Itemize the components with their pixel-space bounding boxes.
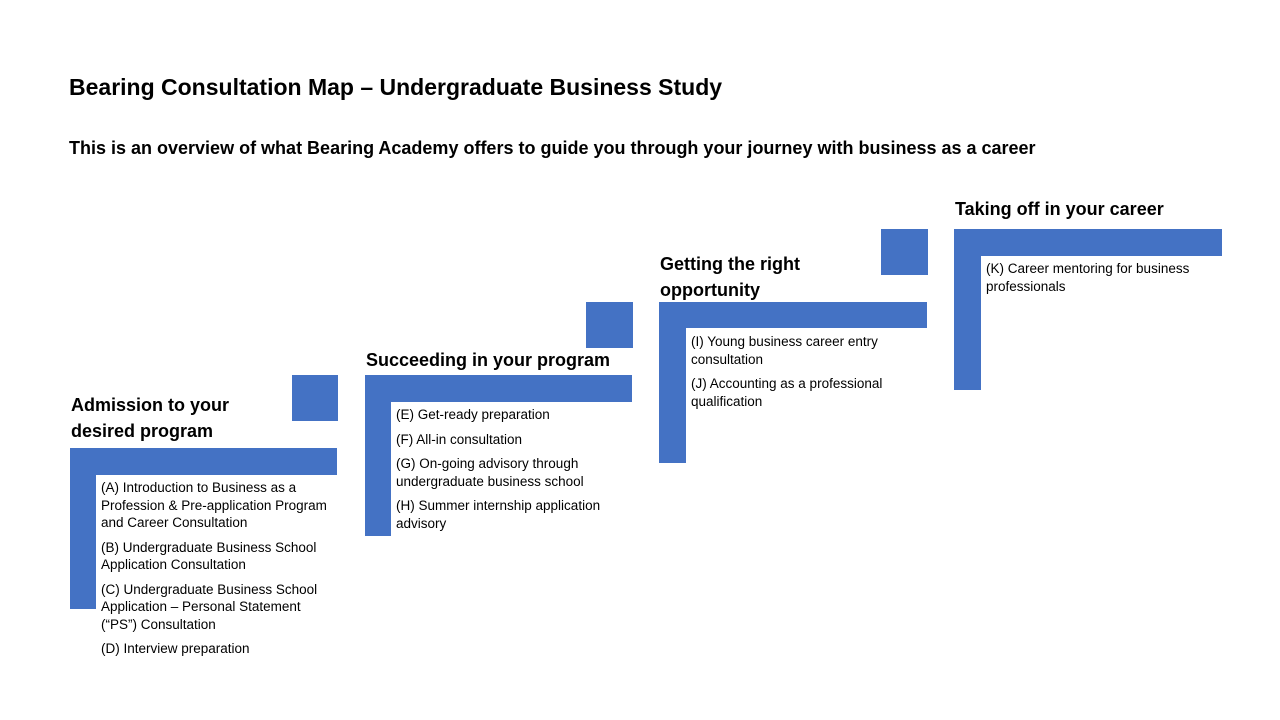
- step-2-bar: [365, 375, 632, 402]
- step-1-heading-line1: Admission to your: [71, 395, 230, 415]
- page-subtitle: This is an overview of what Bearing Acad…: [69, 138, 1036, 158]
- list-item: (J) Accounting as a professional qualifi…: [691, 376, 883, 409]
- step-3-bar: [659, 302, 927, 328]
- list-item: (A) Introduction to Business as a Profes…: [101, 480, 327, 530]
- step-2-items: (E) Get-ready preparation (F) All-in con…: [396, 406, 628, 539]
- step-3-heading: Getting the right opportunity: [660, 251, 800, 303]
- list-item: (H) Summer internship application adviso…: [396, 498, 601, 531]
- step-3-items: (I) Young business career entry consulta…: [691, 333, 923, 417]
- list-item: (E) Get-ready preparation: [396, 407, 550, 422]
- list-item: (C) Undergraduate Business School Applic…: [101, 581, 318, 632]
- step-4-post: [954, 229, 981, 390]
- step-2-arrow-triangle: [586, 302, 633, 348]
- list-item: (K) Career mentoring for business profes…: [986, 261, 1190, 294]
- list-item: (F) All-in consultation: [396, 431, 523, 447]
- step-2-post: [365, 375, 391, 536]
- step-3-arrow-triangle: [881, 229, 928, 275]
- list-item: (G) On-going advisory through undergradu…: [396, 456, 584, 489]
- step-3-heading-line2: opportunity: [660, 280, 760, 300]
- list-item: (D) Interview preparation: [101, 641, 250, 656]
- step-4-heading: Taking off in your career: [955, 199, 1164, 219]
- step-1-heading-line2: desired program: [71, 421, 214, 441]
- step-1-heading: Admission to your desired program: [71, 392, 229, 444]
- list-item: (B) Undergraduate Business School Applic…: [101, 539, 317, 573]
- step-1-bar: [70, 448, 337, 475]
- page-title: Bearing Consultation Map – Undergraduate…: [69, 74, 723, 100]
- step-1-post: [70, 448, 96, 609]
- step-2-heading: Succeeding in your program: [366, 350, 611, 370]
- list-item: (I) Young business career entry consulta…: [691, 334, 878, 367]
- step-3-post: [659, 302, 686, 463]
- step-4-items: (K) Career mentoring for business profes…: [986, 260, 1218, 302]
- step-1-items: (A) Introduction to Business as a Profes…: [101, 479, 333, 665]
- step-1-arrow-triangle: [292, 375, 338, 421]
- step-3-heading-line1: Getting the right: [660, 254, 800, 274]
- step-4-bar: [954, 229, 1222, 256]
